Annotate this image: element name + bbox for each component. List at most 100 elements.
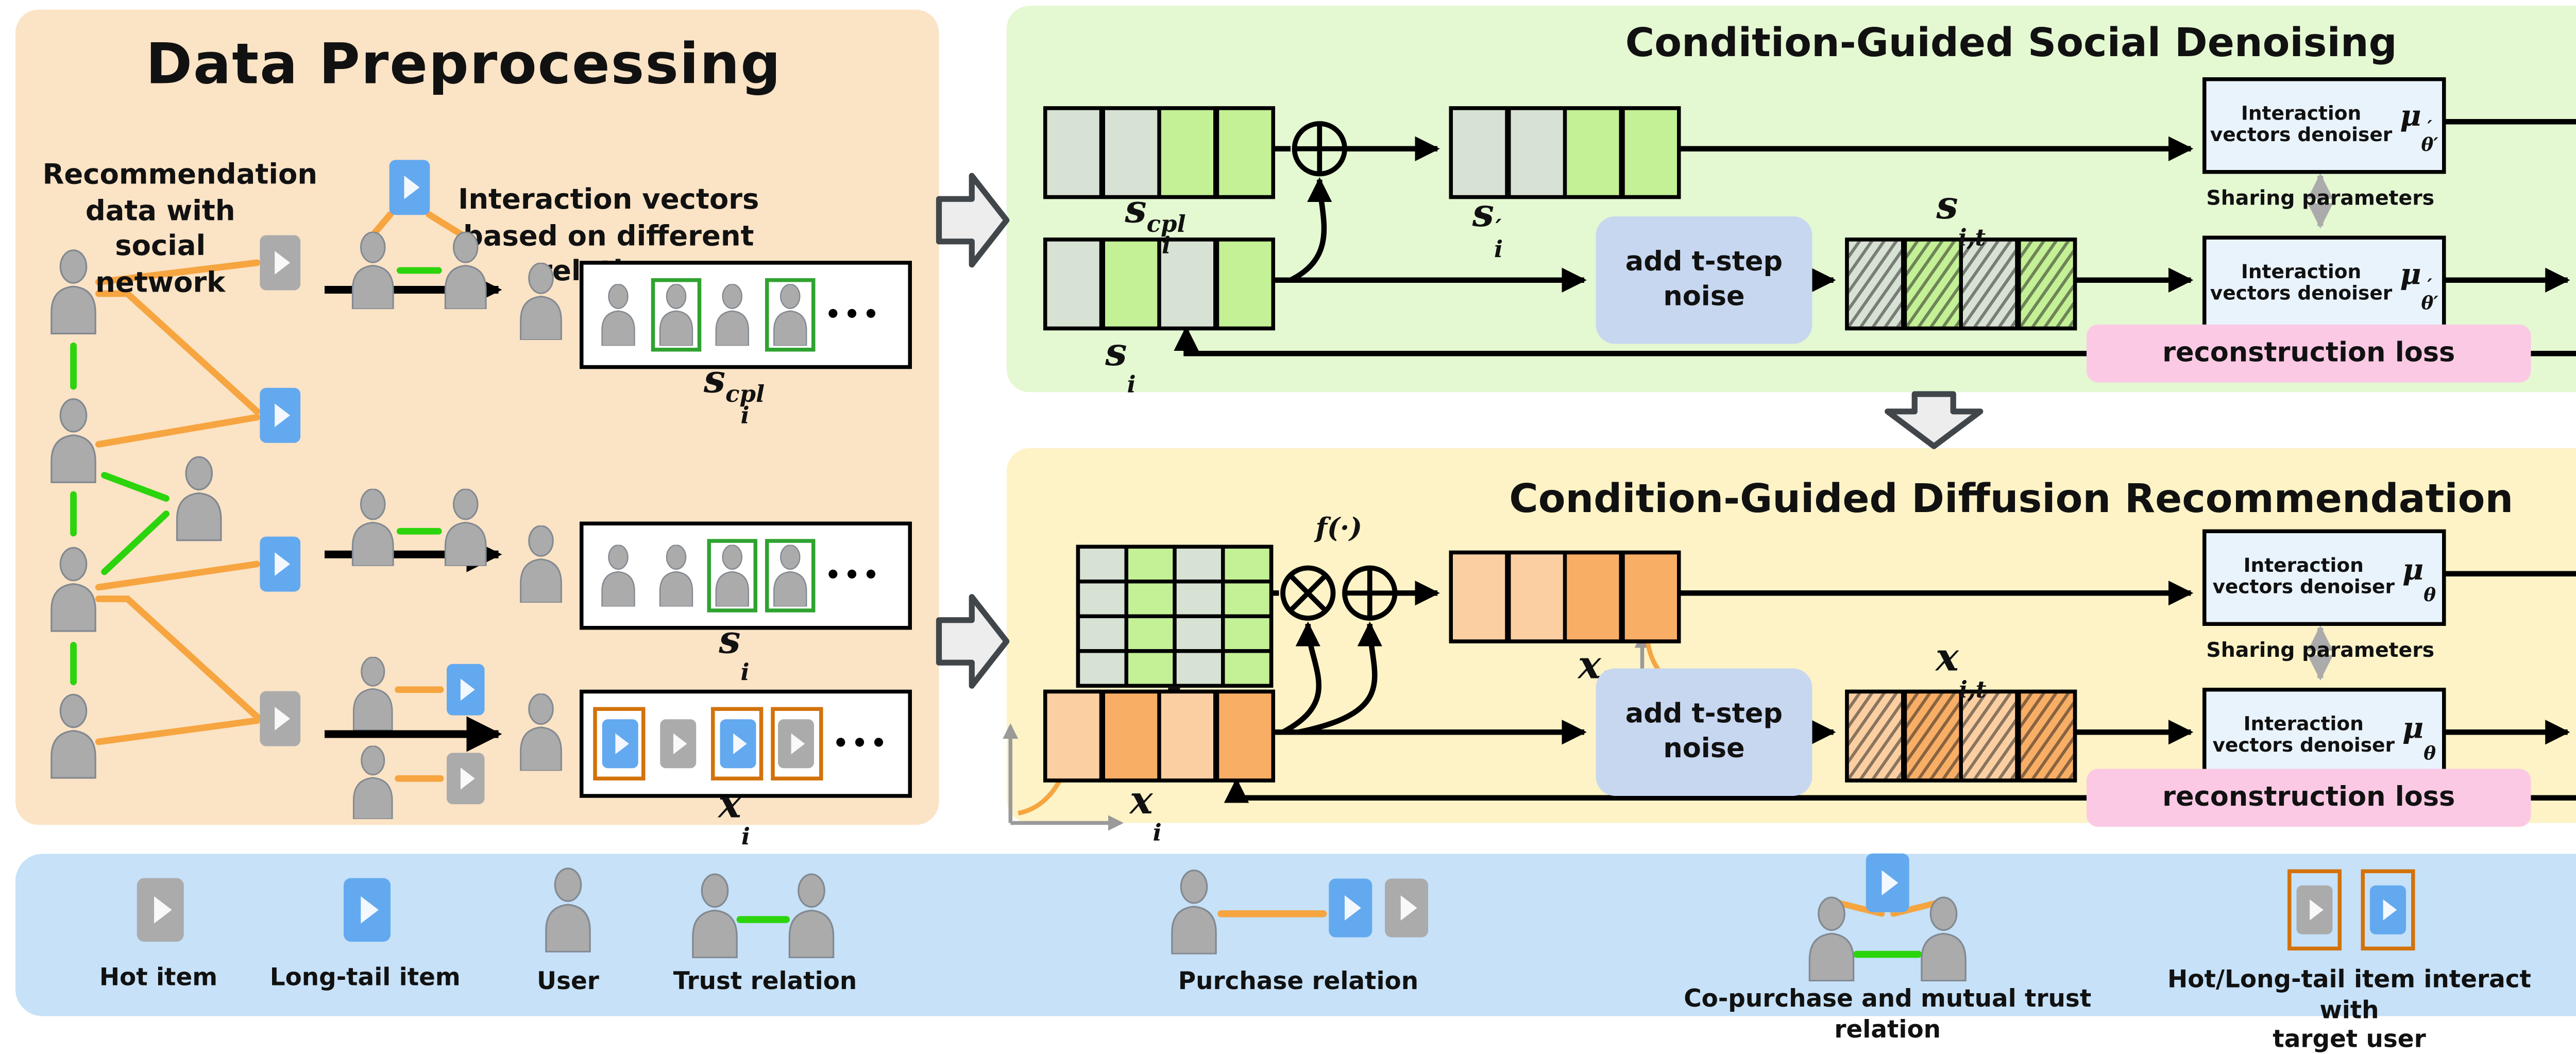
matrix-cell-gray bbox=[1080, 618, 1124, 649]
vector-cell-orange_light bbox=[1161, 693, 1214, 779]
vector-x-it-noised bbox=[1845, 689, 2077, 783]
trusted-user-icon bbox=[650, 278, 701, 352]
sharing-parameters-label-diffusion: Sharing parameters bbox=[2206, 639, 2435, 663]
vector-cell-gray bbox=[1161, 241, 1214, 327]
matrix-cell-gray bbox=[1177, 549, 1221, 579]
vector-cell-orange_light bbox=[1963, 693, 2016, 779]
matrix-row bbox=[1080, 549, 1269, 579]
sharing-parameters-label-social: Sharing parameters bbox=[2206, 187, 2435, 211]
user-icon bbox=[50, 693, 96, 779]
interacted-hot-item-icon bbox=[770, 707, 822, 780]
long-tail-item-icon bbox=[260, 536, 301, 592]
matrix-cell-green bbox=[1225, 583, 1269, 614]
ellipsis: ••• bbox=[825, 300, 882, 330]
long-tail-item-icon bbox=[260, 387, 301, 443]
user-icon bbox=[50, 249, 96, 335]
label-s-prime: s′i bbox=[1472, 189, 1503, 263]
legend-user-icon bbox=[692, 873, 738, 958]
vector-cell-orange_light bbox=[1849, 693, 1902, 779]
legend-user-icon bbox=[545, 868, 591, 953]
legend-hot-item-label: Hot item bbox=[99, 962, 218, 991]
user-icon bbox=[50, 398, 96, 483]
user-icon bbox=[351, 488, 394, 566]
target-user-icon bbox=[520, 693, 562, 771]
ellipsis: ••• bbox=[825, 561, 882, 590]
trusted-user-icon bbox=[764, 539, 815, 613]
interacted-long-tail-item-icon bbox=[711, 707, 764, 780]
legend-purchase-relation-label: Purchase relation bbox=[1178, 966, 1419, 995]
vector-cell-green bbox=[1906, 241, 1959, 327]
user-icon bbox=[351, 232, 394, 309]
interaction-vector-box-scpl: ••• bbox=[580, 261, 912, 369]
flow-arrow-denoising-to-diffusion bbox=[1885, 391, 1984, 449]
long-tail-item-icon bbox=[447, 664, 485, 716]
hot-item-icon bbox=[652, 707, 704, 781]
legend-interacted-hot-item-icon bbox=[2287, 869, 2342, 950]
interaction-vector-box-si: ••• bbox=[580, 521, 912, 630]
vector-cell-green bbox=[1104, 241, 1157, 327]
matrix-cell-green bbox=[1225, 618, 1269, 649]
hot-item-icon bbox=[260, 235, 301, 291]
reconstruction-loss-social: reconstruction loss bbox=[2087, 325, 2531, 383]
user-icon bbox=[444, 488, 487, 566]
legend-interact-label: Hot/Long-tail item interact with target … bbox=[2167, 964, 2531, 1053]
vector-cell-orange bbox=[1624, 554, 1677, 640]
vector-cell-orange bbox=[1567, 554, 1620, 640]
vector-cell-orange_light bbox=[1047, 693, 1100, 779]
label-f-function: f(·) bbox=[1315, 514, 1363, 545]
diffusion-title: Condition-Guided Diffusion Recommendatio… bbox=[1509, 475, 2514, 522]
matrix-cell-green bbox=[1128, 583, 1173, 614]
trusted-user-icon bbox=[764, 278, 815, 352]
flow-arrow-to-diffusion bbox=[936, 594, 1010, 689]
legend-long-tail-item-icon bbox=[344, 878, 391, 942]
legend-user-icon bbox=[788, 873, 835, 958]
matrix-row bbox=[1080, 653, 1269, 684]
preprocessing-title: Data Preprocessing bbox=[145, 31, 782, 97]
user-icon bbox=[593, 278, 643, 352]
user-icon bbox=[352, 657, 393, 730]
figure-canvas: Data Preprocessing Recommendation data w… bbox=[15, 6, 2576, 1053]
vector-cell-orange_light bbox=[1453, 554, 1505, 640]
vector-cell-gray bbox=[1047, 241, 1100, 327]
vector-cell-orange bbox=[1218, 693, 1272, 779]
legend-interacted-long-tail-item-icon bbox=[2361, 869, 2415, 950]
label-mu-social: μ′θ′ bbox=[2400, 257, 2438, 315]
user-icon bbox=[352, 745, 393, 819]
vector-cell-orange bbox=[1104, 693, 1157, 779]
user-icon bbox=[593, 539, 643, 613]
matrix-cell-green bbox=[1128, 618, 1173, 649]
vector-cell-green bbox=[2021, 241, 2073, 327]
vector-cell-orange bbox=[2021, 693, 2073, 779]
legend-hot-item-icon bbox=[1385, 878, 1428, 938]
user-icon bbox=[50, 547, 96, 632]
legend-trust-relation-label: Trust relation bbox=[673, 966, 857, 995]
matrix-row bbox=[1080, 583, 1269, 614]
matrix-cell-gray bbox=[1080, 653, 1124, 684]
matrix-cell-gray bbox=[1177, 583, 1221, 614]
matrix-row bbox=[1080, 618, 1269, 649]
vector-cell-gray bbox=[1047, 110, 1100, 195]
matrix-cell-gray bbox=[1080, 583, 1124, 614]
legend-co-purchase-label: Co-purchase and mutual trust relation bbox=[1684, 983, 2092, 1043]
matrix-cell-green bbox=[1225, 549, 1269, 579]
hot-item-icon bbox=[260, 691, 301, 746]
legend-panel bbox=[15, 854, 2576, 1016]
vector-cell-green bbox=[1161, 110, 1214, 195]
interaction-vector-box-xi: ••• bbox=[580, 689, 912, 798]
flow-arrow-to-denoising bbox=[936, 173, 1010, 268]
hot-item-icon bbox=[447, 753, 485, 805]
matrix-cell-green bbox=[1128, 653, 1173, 684]
